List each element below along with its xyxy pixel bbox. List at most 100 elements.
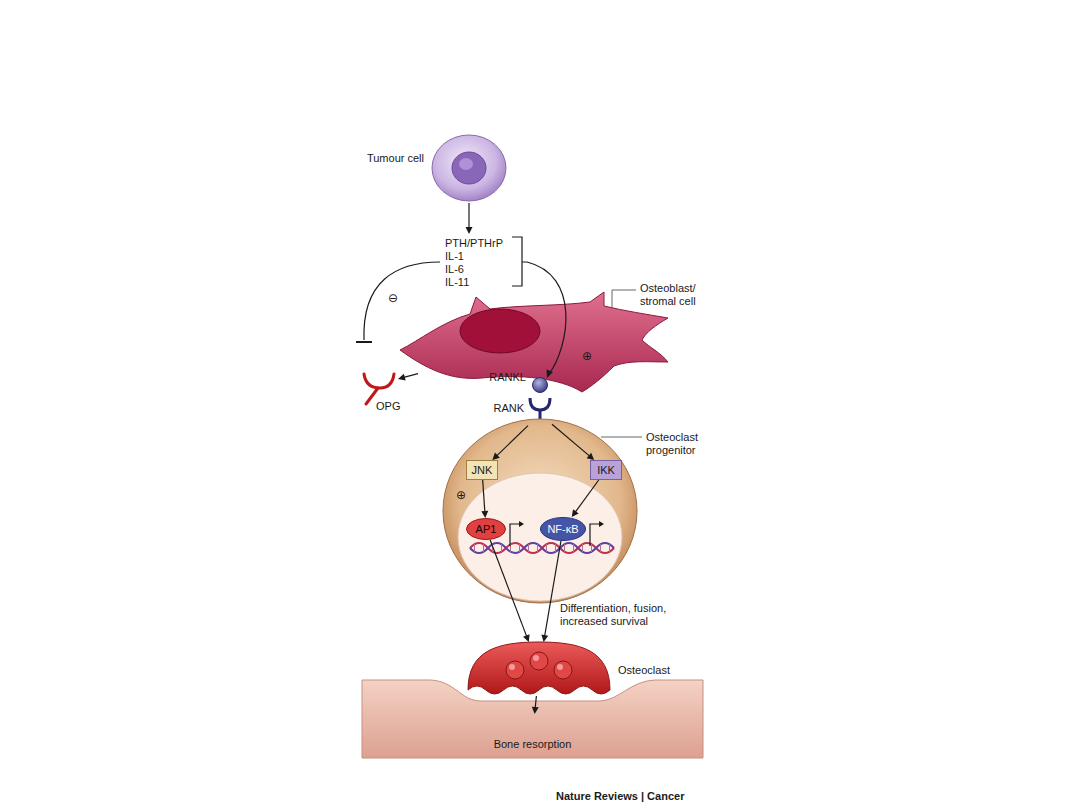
label-holder: Nature Reviews | Cancer bbox=[556, 790, 716, 803]
signal-connector bbox=[541, 541, 561, 642]
text-holder: Bone resorption bbox=[362, 738, 703, 751]
label-holder: IL-6 bbox=[445, 263, 505, 276]
drawing-part bbox=[470, 543, 614, 553]
factor-bracket bbox=[512, 237, 527, 286]
drawing-part bbox=[599, 521, 604, 527]
node-caption: Osteoclast progenitor bbox=[646, 431, 712, 457]
drawing-part bbox=[519, 521, 524, 527]
drawing-part bbox=[509, 664, 515, 670]
text-holder: RANKL bbox=[474, 371, 526, 384]
connector-line bbox=[552, 424, 590, 456]
connector-line bbox=[490, 540, 526, 636]
inhibition-curve bbox=[364, 262, 440, 340]
text-holder: RANK bbox=[474, 402, 524, 415]
connector-line bbox=[497, 426, 528, 456]
text-holder: OPG bbox=[376, 400, 416, 413]
drawing-part bbox=[506, 661, 524, 679]
drawing-part bbox=[474, 544, 475, 552]
transcription-factor: NF-κB bbox=[540, 517, 586, 541]
node-caption: OPG bbox=[376, 400, 416, 413]
signal-connector bbox=[572, 480, 599, 517]
node-caption: RANKL bbox=[474, 371, 526, 384]
drawing-part bbox=[554, 661, 572, 679]
label-holder: ⊕ bbox=[456, 489, 470, 502]
drawing-part bbox=[533, 655, 539, 661]
signal-connector bbox=[552, 424, 594, 460]
drawing-part bbox=[528, 544, 529, 552]
drawing-part bbox=[459, 158, 473, 170]
osteoblast-cell-outline bbox=[418, 300, 650, 385]
label-holder: Differentiation, fusion, increased survi… bbox=[560, 602, 684, 628]
transcription-factor: AP1 bbox=[466, 518, 506, 540]
drawing-part bbox=[590, 524, 600, 546]
drawing-part bbox=[555, 544, 556, 552]
arrow-head bbox=[466, 227, 473, 234]
drawing-part bbox=[467, 519, 506, 540]
text-holder: Osteoclast progenitor bbox=[646, 431, 712, 457]
text-holder: Osteoclast bbox=[618, 664, 688, 677]
node-caption: Bone resorption bbox=[362, 738, 703, 751]
label-holder: IL-1 bbox=[445, 250, 505, 263]
osteoblast-cell: Osteoblast/ stromal cell bbox=[418, 300, 650, 385]
sign-symbol: ⊕ bbox=[456, 489, 470, 502]
drawing-part bbox=[492, 544, 493, 552]
sign-symbol: ⊖ bbox=[388, 292, 402, 305]
leader-line bbox=[612, 290, 636, 308]
arrow-head bbox=[532, 707, 539, 714]
signal-connector bbox=[490, 540, 529, 642]
drawing-part bbox=[609, 544, 610, 552]
rankl-ligand: RANKL bbox=[532, 377, 548, 393]
drawing-part bbox=[533, 378, 548, 393]
kinase-box: IKK bbox=[590, 460, 622, 480]
node-label: IKK bbox=[597, 464, 615, 477]
bone-band: Bone resorption bbox=[362, 714, 703, 758]
text-holder: Osteoblast/ stromal cell bbox=[640, 282, 712, 308]
leader-line bbox=[601, 437, 642, 438]
drawing-part bbox=[400, 292, 668, 392]
process-note: Differentiation, fusion, increased survi… bbox=[560, 602, 684, 628]
connector-line bbox=[483, 480, 485, 512]
source-credit: Nature Reviews | Cancer bbox=[556, 790, 716, 803]
node-label: NF-κB bbox=[547, 523, 578, 536]
text-holder: AP1 bbox=[466, 518, 506, 540]
stimulation-curve bbox=[527, 262, 566, 374]
osteoclast-cell-outline bbox=[468, 642, 610, 696]
arrow-head bbox=[492, 453, 499, 460]
connector-line bbox=[535, 696, 536, 708]
node-label: JNK bbox=[472, 464, 493, 477]
sign-symbol: ⊕ bbox=[582, 350, 596, 363]
drawing-part bbox=[537, 544, 538, 552]
inhibition-bar bbox=[356, 341, 372, 343]
tumour-cell: Tumour cell bbox=[431, 134, 507, 202]
label-holder: IL-11 bbox=[445, 276, 505, 289]
drawing-part bbox=[443, 419, 637, 603]
drawing-part bbox=[470, 543, 614, 553]
drawing-part bbox=[510, 524, 520, 546]
rank-receptor-outline bbox=[528, 396, 552, 432]
drawing-part bbox=[400, 292, 668, 392]
bone-band-outline bbox=[362, 714, 703, 758]
signal-connector bbox=[398, 374, 418, 381]
drawing-part bbox=[452, 152, 486, 184]
drawing-part bbox=[539, 410, 542, 432]
text-holder: JNK bbox=[466, 460, 498, 480]
signal-connector bbox=[492, 426, 528, 460]
drawing-part bbox=[573, 544, 574, 552]
node-label: AP1 bbox=[476, 523, 497, 536]
factor-name: IL-1 bbox=[445, 250, 505, 263]
arrow-head bbox=[572, 509, 579, 517]
drawing-part bbox=[432, 135, 506, 201]
drawing-part bbox=[364, 374, 394, 388]
arrow-head bbox=[398, 374, 406, 381]
drawing-part bbox=[546, 544, 547, 552]
node-caption: RANK bbox=[474, 402, 524, 415]
drawing-part bbox=[582, 544, 583, 552]
osteoclast-cell: Osteoclast bbox=[468, 642, 610, 696]
label-holder: ⊖ bbox=[388, 292, 402, 305]
node-caption: Osteoclast bbox=[618, 664, 688, 677]
connector-line bbox=[545, 541, 561, 636]
text-holder: Tumour cell bbox=[356, 152, 424, 165]
